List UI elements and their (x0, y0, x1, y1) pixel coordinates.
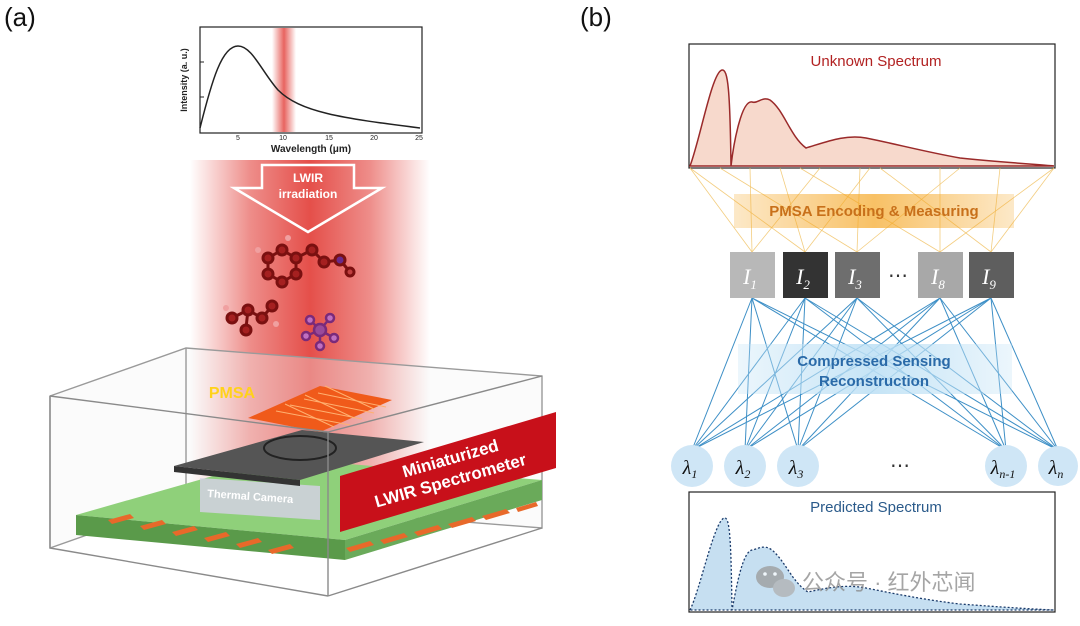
camera-lens-ring (263, 435, 337, 461)
measurement-i2: I2 (783, 252, 828, 298)
unknown-spectrum-plot: Unknown Spectrum (688, 43, 1056, 169)
pmsa-surface (248, 386, 392, 432)
cs-label-line1: Compressed Sensing (797, 353, 950, 370)
banner-shape (340, 412, 556, 532)
camera-body (200, 478, 320, 520)
lambda-node (671, 445, 713, 487)
inset-xlabel: Wavelength (μm) (271, 144, 351, 155)
camera-plate-edge (174, 466, 300, 486)
measurement-symbol: I3 (847, 264, 862, 292)
pmsa-chip: PMSA (209, 385, 392, 432)
measurement-box (918, 252, 963, 298)
wechat-icon (756, 566, 795, 597)
panel-b: Unknown Spectrum PMSA Encoding & Measuri… (671, 43, 1078, 613)
arrow-label-line2: irradiation (279, 187, 338, 201)
molecule-1 (255, 235, 356, 289)
lambda-symbol: λn (1048, 457, 1064, 481)
inset-plot-frame (199, 26, 423, 134)
pmsa-grid (275, 385, 387, 428)
inset-xtick-label: 20 (370, 135, 378, 142)
lambda-symbol: λ3 (788, 457, 804, 481)
measurement-symbol: I2 (795, 264, 810, 292)
watermark-text: 公众号 · 红外芯闻 (802, 570, 976, 595)
lambda-node (724, 445, 766, 487)
encoding-band (734, 194, 1014, 228)
panel-label-a: (a) (4, 2, 36, 32)
measurement-i9: I9 (969, 252, 1014, 298)
inset-blackbody-curve (199, 45, 421, 129)
cs-label-line2: Reconstruction (819, 373, 929, 390)
pmsa-label: PMSA (209, 385, 256, 402)
camera-top-plate (174, 430, 424, 480)
lambda-symbol: λ2 (735, 457, 751, 481)
inset-highlight-band (272, 28, 296, 132)
encoding-label: PMSA Encoding & Measuring (769, 203, 978, 220)
measurement-i3: I3 (835, 252, 880, 298)
cs-band (738, 344, 1012, 394)
measurement-box (969, 252, 1014, 298)
predicted-spectrum-title: Predicted Spectrum (810, 499, 942, 516)
unknown-spectrum-title: Unknown Spectrum (811, 53, 942, 70)
panel-label-b: (b) (580, 2, 612, 32)
lambda-node (985, 445, 1027, 487)
lwir-arrow: LWIR irradiation (229, 163, 387, 234)
panel-a: Intensity (a. u.) 5 10 15 20 25 Waveleng… (49, 26, 556, 597)
inset-xtick-label: 5 (236, 135, 240, 142)
inset-xtick-label: 25 (415, 135, 423, 142)
measurement-ellipsis: ⋯ (888, 265, 908, 287)
lambda-ellipsis: ⋯ (890, 455, 910, 477)
measurement-box (835, 252, 880, 298)
measurement-box (783, 252, 828, 298)
molecule-3 (300, 312, 340, 352)
lambda-node (777, 445, 819, 487)
arrow-label-line1: LWIR (293, 171, 323, 185)
down-arrow-icon (229, 163, 387, 234)
lambda-n: λn (1038, 446, 1078, 486)
lambda-1: λ1 (671, 445, 713, 487)
board-traces (108, 502, 538, 554)
watermark: 公众号 · 红外芯闻 (756, 566, 976, 597)
measurement-row: I1 I2 I3 ⋯ I8 I9 (730, 252, 1014, 298)
inset-xtick-label: 10 (279, 135, 287, 142)
measurement-symbol: I8 (930, 264, 945, 292)
inset-ylabel: Intensity (a. u.) (179, 48, 189, 112)
measurement-i1: I1 (730, 252, 775, 298)
unknown-spectrum-curve (688, 69, 1055, 167)
lambda-symbol: λn-1 (990, 457, 1016, 481)
measurement-box (730, 252, 775, 298)
inset-xtick-label: 15 (325, 135, 333, 142)
measurement-symbol: I9 (981, 264, 996, 292)
lambda-row: λ1 λ2 λ3 ⋯ λn-1 λn (671, 445, 1078, 487)
lambda-symbol: λ1 (682, 457, 698, 481)
lambda-3: λ3 (777, 445, 819, 487)
lambda-node (1038, 446, 1078, 486)
inset-spectrum-chart: Intensity (a. u.) 5 10 15 20 25 Waveleng… (179, 26, 423, 155)
box-front-edges (49, 375, 543, 597)
measurement-symbol: I1 (742, 264, 757, 292)
molecule-2 (223, 299, 279, 337)
measurement-i8: I8 (918, 252, 963, 298)
thermal-camera: Thermal Camera (174, 430, 424, 520)
lambda-2: λ2 (724, 445, 766, 487)
lambda-n-1: λn-1 (985, 445, 1027, 487)
